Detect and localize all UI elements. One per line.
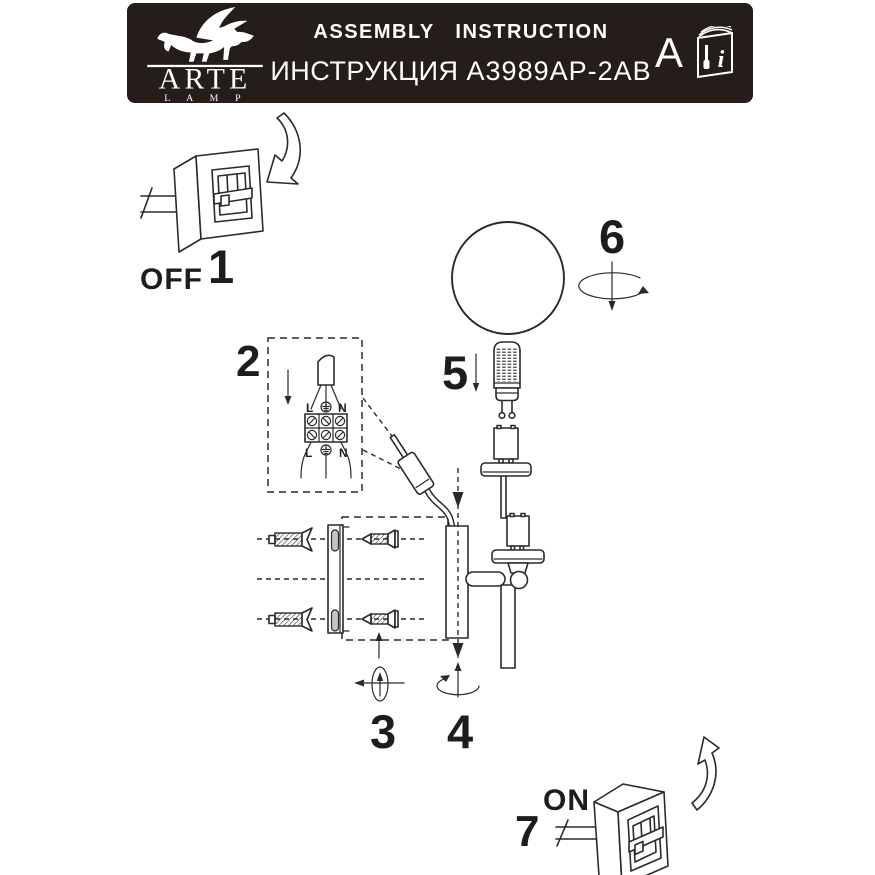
step4-rotation-symbol: 4 <box>436 662 480 758</box>
step2-number: 2 <box>236 337 260 386</box>
header-corner: A i <box>655 26 735 80</box>
callout-leader-2 <box>362 449 408 473</box>
logo-brand: ARTE <box>159 62 252 95</box>
terminal-N-top: N <box>338 401 347 415</box>
cable-sheath <box>317 354 335 386</box>
earth-symbol-bottom <box>320 444 332 456</box>
step7-switch-on: 7 ON ☜ <box>515 736 725 875</box>
arte-lamp-logo: ARTE L A M P <box>147 6 263 103</box>
wall-arm <box>465 571 506 587</box>
step2-wiring-detail: 2 L N L N <box>236 337 408 493</box>
down-tube <box>500 584 516 669</box>
step1-number: 1 <box>208 240 234 293</box>
g9-bulb <box>493 341 521 420</box>
terminal-L-top: L <box>306 401 313 415</box>
rotate-globe-symbol <box>578 261 649 311</box>
header-titles: ASSEMBLY INSTRUCTION ИНСТРУКЦИЯ A3989AP-… <box>267 19 655 87</box>
socket-mid <box>506 512 530 551</box>
switch-box-side <box>593 801 623 875</box>
lamp-fixture <box>465 424 545 669</box>
terminal-screws <box>306 415 346 441</box>
step5-bulb: 5 <box>442 341 521 420</box>
title-russian: ИНСТРУКЦИЯ A3989AP-2AB <box>270 56 651 87</box>
step3-number: 3 <box>370 705 396 758</box>
insert-bulb-arrow <box>472 383 480 392</box>
step7-number: 7 <box>515 807 539 856</box>
wires-out <box>300 441 352 479</box>
wall-anchor-bottom <box>268 607 313 632</box>
logo-sub: L A M P <box>164 92 248 102</box>
off-label: OFF <box>140 263 203 296</box>
disc-mid <box>491 549 545 564</box>
glass-globe <box>451 221 565 335</box>
bracket-slot-top <box>330 529 340 552</box>
screw-top <box>361 529 399 549</box>
logo-rule <box>147 64 263 67</box>
screw-bottom <box>361 609 399 629</box>
title-english: ASSEMBLY INSTRUCTION <box>313 21 609 43</box>
instruction-word: ИНСТРУКЦИЯ <box>270 56 459 86</box>
lamp-backplate <box>445 468 469 658</box>
step4-number: 4 <box>447 705 473 758</box>
connector-cable <box>425 489 454 530</box>
bracket-slot-bottom <box>330 609 340 632</box>
stem <box>500 475 507 519</box>
wall-bracket <box>327 524 350 634</box>
disc-top <box>480 462 532 477</box>
step6-globe: 6 <box>451 210 649 335</box>
slide-down-arrow-bottom <box>452 643 464 658</box>
winged-lion-icon <box>157 6 254 62</box>
step5-number: 5 <box>442 346 468 399</box>
terminal-L-bottom: L <box>305 446 312 460</box>
press-up-arrow <box>691 736 720 811</box>
screwdriver-icon <box>705 45 708 62</box>
earth-symbol-top <box>320 401 332 413</box>
step1-switch-off: ☜ 1 OFF <box>140 112 339 296</box>
terminal-N-bottom: N <box>339 446 348 460</box>
power-cable <box>140 195 180 213</box>
info-letter: i <box>718 47 725 73</box>
ball-joint <box>509 570 529 590</box>
pointing-hand-icon: ☜ <box>282 188 339 262</box>
detail-callout-box <box>267 337 363 493</box>
slide-down-arrow-top <box>452 492 464 508</box>
mounting-assembly <box>257 516 449 659</box>
header-bar: ARTE L A M P ASSEMBLY INSTRUCTION ИНСТРУ… <box>127 3 753 103</box>
wire-connector <box>389 433 456 530</box>
manual-booklet-icon: i <box>697 26 733 79</box>
model-number: A3989AP-2AB <box>466 56 652 86</box>
step6-number: 6 <box>599 210 625 263</box>
insert-arrow <box>284 396 292 405</box>
corner-letter: A <box>654 29 683 76</box>
press-down-arrow <box>266 112 301 185</box>
wall-anchor-top <box>268 527 313 552</box>
screw-in-arrow <box>375 632 383 641</box>
step3-rotation-symbol: 3 <box>354 666 405 758</box>
socket-top <box>493 424 519 464</box>
on-label: ON <box>543 784 590 817</box>
pointing-hand-icon: ☜ <box>668 815 725 875</box>
